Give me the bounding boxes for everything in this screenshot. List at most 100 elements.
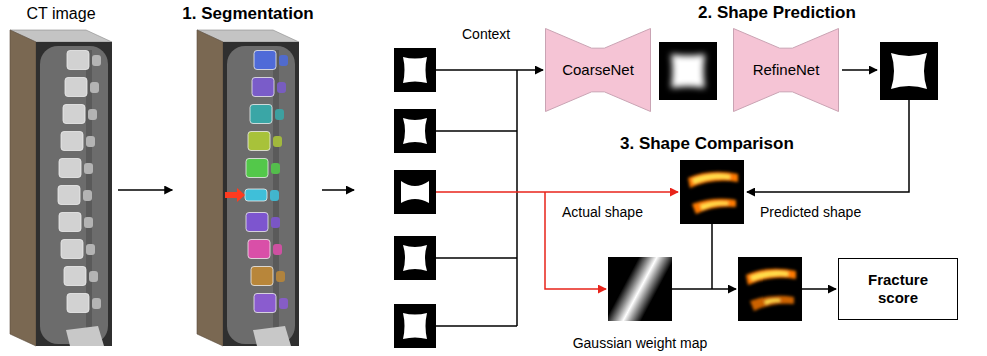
mask-tile	[394, 170, 436, 214]
posterior-element	[276, 271, 285, 282]
flow-arrow	[842, 69, 877, 71]
posterior-element	[86, 136, 95, 147]
posterior-element	[90, 82, 99, 93]
posterior-element	[92, 298, 101, 309]
heatmap-ground	[738, 257, 802, 321]
step-label: 3. Shape Comparison	[620, 134, 794, 154]
heatmap-ground	[680, 160, 744, 224]
volume-side	[10, 30, 36, 346]
vertebra	[254, 51, 276, 70]
flow-arrow	[672, 288, 736, 290]
flow-arrow	[802, 288, 836, 290]
node-text: Fracture score	[857, 271, 939, 307]
hourglass-shape	[546, 29, 651, 112]
flow-line	[711, 224, 713, 289]
node-text: 1. Segmentation	[182, 4, 313, 24]
result-box: Fracture score	[838, 258, 958, 320]
posterior-element	[92, 55, 101, 66]
context-line	[436, 130, 517, 132]
heat-core	[764, 299, 780, 305]
node-text: Gaussian weight map	[573, 335, 708, 352]
heat-streak	[688, 172, 738, 188]
vertebra	[63, 105, 85, 124]
posterior-element	[279, 55, 288, 66]
context-arrow	[436, 69, 543, 71]
posterior-element	[275, 109, 284, 120]
volume-front	[36, 42, 112, 346]
refined-shape	[891, 53, 927, 89]
connector-arrow	[118, 189, 172, 191]
posterior-element	[88, 109, 97, 120]
sacrum	[66, 326, 104, 346]
vertebra	[246, 159, 268, 178]
gaussian-map	[608, 257, 672, 321]
vertebra	[248, 240, 270, 259]
image-panel: 1. Segmentation	[178, 4, 317, 348]
sacrum	[253, 326, 291, 346]
gaussian-band	[608, 257, 672, 321]
heat-streak	[746, 269, 796, 285]
coarse-shape	[671, 54, 705, 88]
step-label: 2. Shape Prediction	[698, 3, 856, 23]
vertebra	[251, 267, 273, 286]
vertebra	[246, 213, 268, 232]
mask-tile	[880, 42, 938, 100]
mask-tile	[659, 42, 717, 100]
vertebra	[64, 267, 86, 286]
vertebra	[59, 213, 81, 232]
posterior-element	[83, 190, 92, 201]
mask-tile	[394, 109, 436, 153]
vertebra	[61, 240, 83, 259]
node-text: CoarseNet	[562, 61, 634, 79]
annotation: Predicted shape	[760, 204, 861, 221]
vertebra	[58, 186, 80, 205]
volume-front	[223, 42, 299, 346]
vertebra	[254, 294, 276, 313]
heat-core	[700, 201, 728, 210]
vertebra	[252, 78, 274, 97]
vertebra	[61, 132, 83, 151]
vertebra	[250, 105, 272, 124]
volume-side	[197, 30, 223, 346]
node-text: RefineNet	[753, 61, 820, 79]
vertebra	[67, 294, 89, 313]
posterior-element	[270, 190, 279, 201]
difference-heatmap	[680, 160, 744, 224]
posterior-element	[273, 136, 282, 147]
heat-streaks	[688, 172, 738, 214]
posterior-element	[277, 82, 286, 93]
posterior-element	[84, 217, 93, 228]
posterior-element	[86, 244, 95, 255]
soft-tissue	[40, 46, 108, 344]
posterior-element	[273, 244, 282, 255]
posterior-element	[271, 163, 280, 174]
annotation: Context	[462, 26, 510, 43]
flow-arrow	[322, 189, 354, 191]
context-line	[436, 325, 517, 327]
vertebra-mask	[403, 118, 427, 144]
image-panel: CT image	[10, 4, 112, 348]
hourglass-shape	[734, 29, 839, 112]
mask-tile	[394, 304, 436, 348]
heat-streak	[750, 296, 794, 311]
actual-arrow	[436, 191, 678, 193]
annotation: Actual shape	[562, 204, 643, 221]
vertebra	[65, 78, 87, 97]
ct-volume	[197, 30, 299, 346]
context-line	[436, 257, 517, 259]
pointer-arrow	[225, 188, 245, 202]
difference-heatmap	[738, 257, 802, 321]
vertebra-mask	[403, 313, 427, 339]
vertebra	[67, 51, 89, 70]
heat-core	[750, 271, 788, 281]
vertebra	[248, 132, 270, 151]
posterior-element	[84, 163, 93, 174]
posterior-element	[279, 298, 288, 309]
mask-tile	[394, 48, 436, 92]
ct-volume	[10, 30, 112, 346]
heat-core	[692, 174, 730, 184]
heat-streaks	[746, 269, 796, 311]
node-text: CT image	[26, 4, 95, 23]
mask-tile	[394, 236, 436, 280]
